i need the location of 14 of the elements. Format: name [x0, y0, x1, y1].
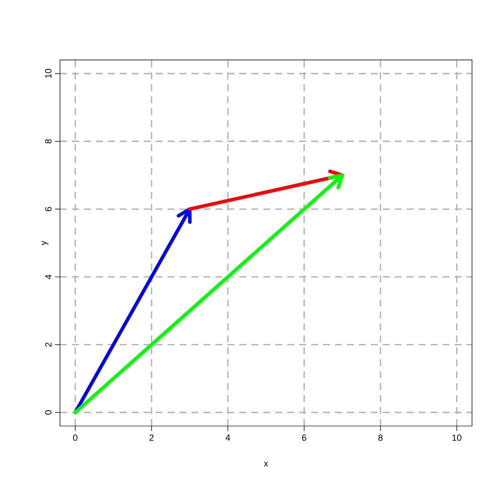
- x-tick-label: 8: [378, 434, 383, 441]
- y-tick-label: 10: [45, 68, 52, 78]
- x-tick-label: 0: [73, 434, 78, 441]
- y-tick-label: 4: [45, 274, 52, 280]
- axis-label: y: [42, 240, 48, 246]
- x-tick-label: 6: [302, 434, 306, 441]
- x-tick-label: 2: [150, 434, 154, 441]
- x-tick-label: 10: [452, 434, 462, 441]
- axis-label: x: [264, 462, 268, 466]
- y-tick-label: 2: [45, 342, 52, 347]
- y-tick-label: 8: [45, 139, 52, 144]
- y-tick-label: 0: [45, 410, 52, 415]
- y-tick-label: 6: [45, 207, 52, 212]
- x-tick-label: 4: [226, 434, 230, 441]
